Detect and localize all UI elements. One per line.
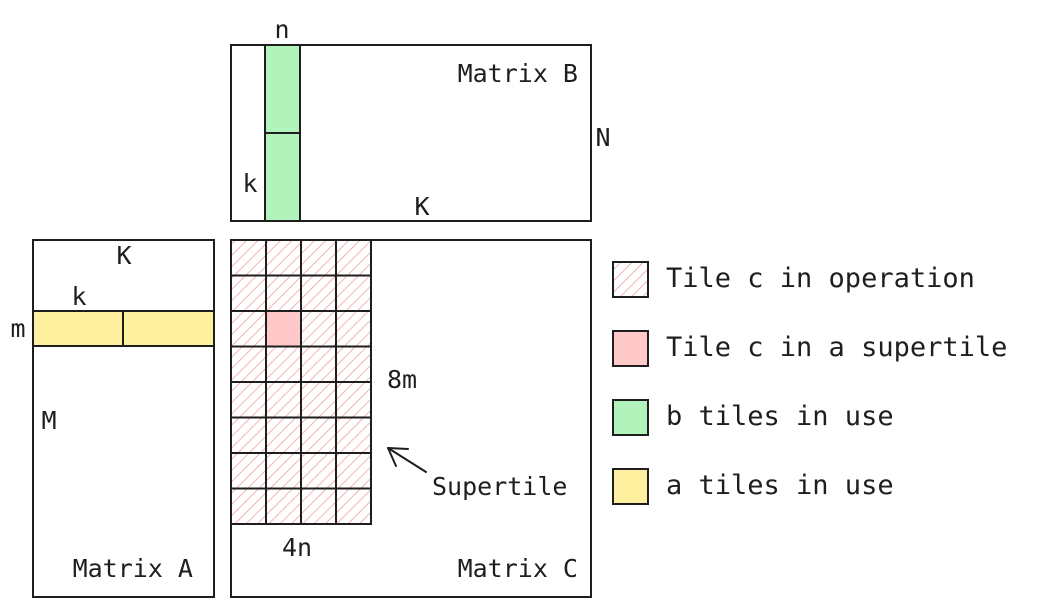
c-tile bbox=[230, 239, 267, 277]
b-tile-n-label: n bbox=[274, 15, 289, 44]
legend-item: a tiles in use bbox=[612, 468, 894, 505]
supertile-width-label: 4n bbox=[282, 533, 312, 562]
matrix-b: n k K N Matrix B bbox=[230, 15, 611, 222]
legend-swatch-c-tile bbox=[612, 330, 649, 367]
b-tile bbox=[264, 44, 301, 134]
c-tile bbox=[300, 381, 337, 419]
legend-item: Tile c in a supertile bbox=[612, 330, 1007, 367]
matrix-c: 8m 4n Supertile Matrix C bbox=[230, 239, 592, 598]
c-tile bbox=[230, 345, 267, 383]
matrix-a-title: Matrix A bbox=[73, 554, 193, 583]
c-tile bbox=[335, 487, 372, 525]
legend-swatch-b-tile bbox=[612, 399, 649, 436]
c-tile bbox=[335, 416, 372, 454]
legend-label: b tiles in use bbox=[666, 401, 894, 432]
a-tile-k-label: k bbox=[71, 282, 86, 311]
c-tile bbox=[335, 310, 372, 348]
c-tile bbox=[335, 381, 372, 419]
c-tile bbox=[300, 452, 337, 490]
c-tile bbox=[230, 487, 267, 525]
supertile-grid bbox=[230, 239, 372, 525]
a-tile bbox=[122, 310, 215, 347]
b-tile bbox=[264, 132, 301, 222]
c-tile bbox=[265, 416, 302, 454]
c-tile bbox=[265, 381, 302, 419]
legend-swatch-a-tile bbox=[612, 468, 649, 505]
c-tile bbox=[300, 487, 337, 525]
matrix-a: K k m M Matrix A bbox=[10, 239, 215, 598]
c-tile bbox=[265, 239, 302, 277]
legend-item: Tile c in operation bbox=[612, 261, 975, 298]
b-tile-k-label: k bbox=[242, 169, 257, 198]
c-tile bbox=[230, 381, 267, 419]
a-tile bbox=[32, 310, 124, 347]
c-tile bbox=[265, 274, 302, 312]
c-tile bbox=[300, 310, 337, 348]
legend: Tile c in operation Tile c in a supertil… bbox=[612, 261, 1007, 505]
c-tile bbox=[230, 310, 267, 348]
c-tile bbox=[335, 274, 372, 312]
supertile-height-label: 8m bbox=[387, 365, 417, 394]
c-tile bbox=[300, 416, 337, 454]
a-dim-m-label: M bbox=[41, 406, 56, 435]
a-dim-k-label: K bbox=[116, 241, 131, 270]
c-tile bbox=[230, 416, 267, 454]
c-tile bbox=[265, 452, 302, 490]
legend-item: b tiles in use bbox=[612, 399, 894, 436]
matrix-b-title: Matrix B bbox=[458, 59, 578, 88]
matrix-a-frame bbox=[32, 239, 215, 598]
legend-swatch-hatched bbox=[612, 261, 649, 298]
supertile-arrow-icon bbox=[387, 447, 427, 473]
c-tile bbox=[230, 274, 267, 312]
c-tile bbox=[335, 239, 372, 277]
c-tile-active bbox=[265, 310, 302, 348]
c-tile bbox=[335, 452, 372, 490]
c-tile bbox=[300, 345, 337, 383]
c-tile bbox=[300, 239, 337, 277]
c-tile bbox=[230, 452, 267, 490]
legend-label: Tile c in operation bbox=[666, 263, 975, 294]
c-tile bbox=[300, 274, 337, 312]
legend-label: a tiles in use bbox=[666, 470, 894, 501]
legend-label: Tile c in a supertile bbox=[666, 332, 1007, 363]
b-dim-n-label: N bbox=[595, 123, 610, 152]
c-tile bbox=[265, 487, 302, 525]
c-tile bbox=[335, 345, 372, 383]
a-tile-m-label: m bbox=[10, 314, 25, 343]
c-tile bbox=[265, 345, 302, 383]
matrix-c-title: Matrix C bbox=[458, 554, 578, 583]
b-dim-k-label: K bbox=[414, 192, 429, 221]
supertile-label: Supertile bbox=[432, 472, 567, 501]
